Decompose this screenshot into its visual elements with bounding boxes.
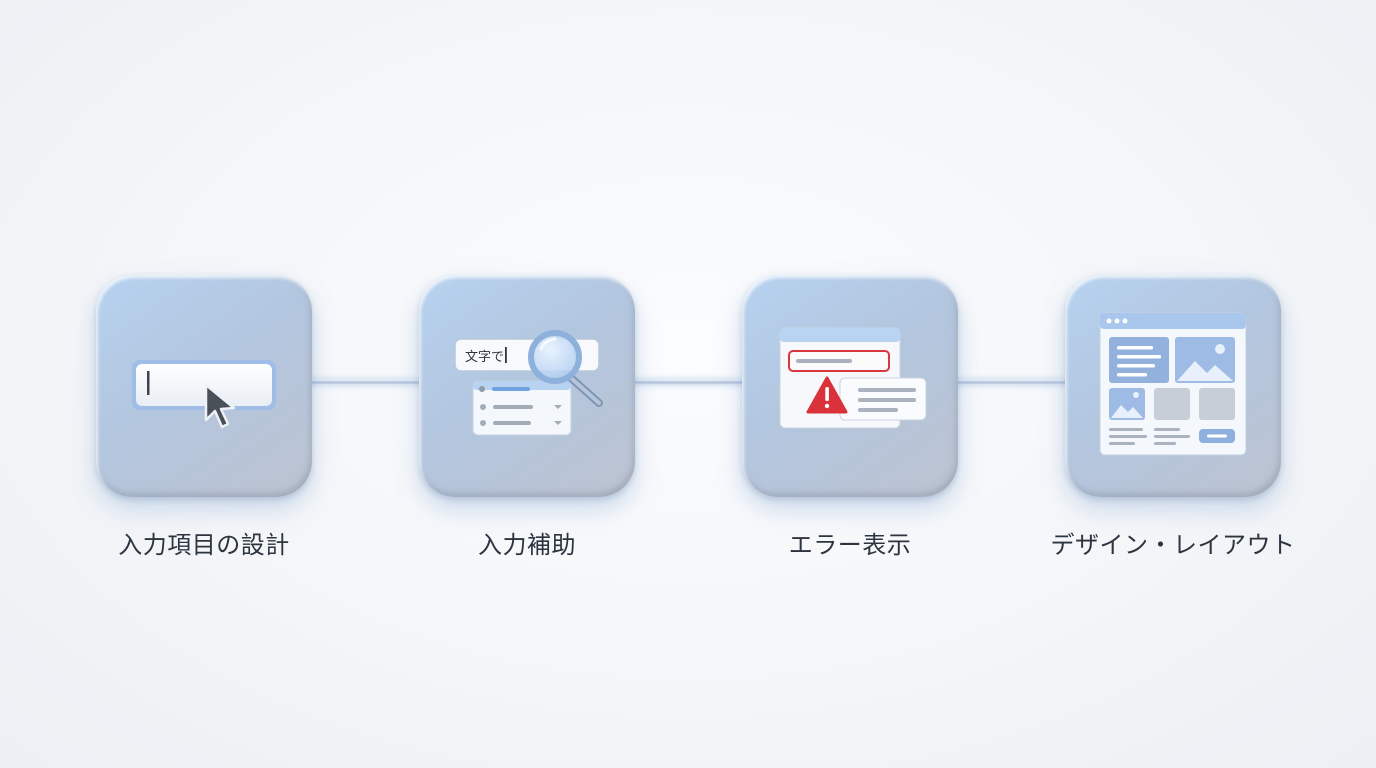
layout-wireframe-icon <box>1099 312 1247 456</box>
step-tile-input-assist: 文字で <box>419 275 635 497</box>
step-label-error-display: エラー表示 <box>788 531 912 559</box>
step-tile-design-layout <box>1065 275 1281 497</box>
autocomplete-search-icon: 文字で <box>454 330 603 436</box>
connector-line-3 <box>954 379 1068 385</box>
step-tile-error-display <box>742 275 958 497</box>
text-field-cursor-icon <box>132 360 276 429</box>
connector-line-1 <box>308 379 422 385</box>
step-label-input-assist: 入力補助 <box>478 531 576 559</box>
step-label-design-layout: デザイン・レイアウト <box>1050 531 1296 559</box>
autocomplete-field-text: 文字で <box>465 350 504 365</box>
error-warning-icon <box>779 327 927 429</box>
step-label-input-design: 入力項目の設計 <box>118 531 290 559</box>
connector-line-2 <box>631 379 745 385</box>
step-tile-input-design <box>96 275 312 497</box>
